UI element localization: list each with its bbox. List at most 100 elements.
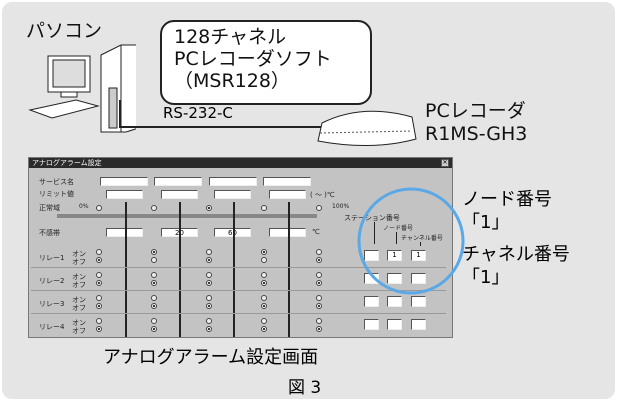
relay-on-radio[interactable]: [151, 318, 157, 324]
relay-off-radio[interactable]: [151, 326, 157, 332]
relay-off-radio[interactable]: [151, 280, 157, 286]
node-number-value: 「1」: [462, 212, 510, 233]
relay-on-radio[interactable]: [206, 295, 212, 301]
relay-on-radio[interactable]: [261, 249, 267, 255]
relay-on-radio[interactable]: [206, 249, 212, 255]
node-number-input[interactable]: [387, 296, 402, 307]
relay-off-radio[interactable]: [96, 280, 102, 286]
range-bar: [57, 214, 317, 218]
node-header: ノード番号: [383, 225, 414, 232]
station-number-input[interactable]: [364, 296, 379, 307]
service-label: サービス名: [39, 178, 74, 186]
node-number-input[interactable]: [387, 273, 402, 284]
limit-input[interactable]: [106, 190, 143, 199]
normal-range-radio[interactable]: [261, 205, 267, 211]
relay-off-radio[interactable]: [206, 280, 212, 286]
software-line: 128チャネル: [174, 26, 287, 48]
relay-off-radio[interactable]: [206, 257, 212, 263]
normal-range-radio[interactable]: [316, 205, 322, 211]
relay-label: リレー3: [39, 300, 65, 308]
channel-number-input[interactable]: 1: [411, 250, 426, 261]
on-label: オン: [72, 250, 86, 258]
node-number-input[interactable]: [387, 319, 402, 330]
relay-label: リレー1: [39, 254, 65, 262]
limit-input[interactable]: [161, 190, 198, 199]
limit-unit: ( ～ )℃: [310, 191, 335, 199]
deadband-unit: ℃: [312, 228, 320, 236]
normal-range-label: 正常域: [39, 204, 60, 212]
relay-on-radio[interactable]: [206, 318, 212, 324]
pc-recorder-icon: [317, 110, 417, 146]
deadband-label: 不感帯: [39, 229, 60, 237]
off-label: オフ: [72, 304, 86, 312]
row-divider: [31, 267, 446, 268]
row-divider: [31, 313, 446, 314]
relay-off-radio[interactable]: [261, 303, 267, 309]
relay-on-radio[interactable]: [261, 318, 267, 324]
normal-range-radio[interactable]: [206, 205, 212, 211]
channel-number-input[interactable]: [411, 319, 426, 330]
channel-number-input[interactable]: [411, 273, 426, 284]
pc-illustration-icon: [28, 44, 136, 133]
node-number-input[interactable]: 1: [387, 250, 402, 261]
relay-on-radio[interactable]: [206, 272, 212, 278]
relay-off-radio[interactable]: [151, 257, 157, 263]
relay-on-radio[interactable]: [151, 295, 157, 301]
station-number-input[interactable]: [364, 250, 379, 261]
relay-off-radio[interactable]: [96, 257, 102, 263]
pct-max: 100%: [332, 203, 350, 210]
relay-off-radio[interactable]: [206, 303, 212, 309]
deadband-input[interactable]: [269, 228, 306, 237]
relay-on-radio[interactable]: [316, 318, 322, 324]
on-label: オン: [72, 296, 86, 304]
relay-on-radio[interactable]: [151, 249, 157, 255]
software-line: （MSR128）: [174, 70, 290, 92]
limit-input[interactable]: [214, 190, 251, 199]
dialog-title: アナログアラーム設定: [29, 158, 452, 168]
limit-label: リミット値: [39, 190, 74, 198]
screen-caption: アナログアラーム設定画面: [103, 347, 319, 368]
relay-on-radio[interactable]: [96, 318, 102, 324]
relay-on-radio[interactable]: [316, 272, 322, 278]
limit-input[interactable]: [269, 190, 306, 199]
channel-number-value: 「1」: [462, 267, 510, 288]
relay-off-radio[interactable]: [151, 303, 157, 309]
off-label: オフ: [72, 327, 86, 335]
deadband-input[interactable]: 60: [214, 228, 251, 237]
relay-on-radio[interactable]: [316, 249, 322, 255]
service-input[interactable]: [209, 177, 257, 186]
highlight-circle: [357, 187, 465, 295]
relay-off-radio[interactable]: [96, 303, 102, 309]
relay-off-radio[interactable]: [316, 257, 322, 263]
recorder-name: PCレコーダ: [425, 100, 526, 122]
node-number-label: ノード番号: [462, 189, 552, 210]
relay-on-radio[interactable]: [261, 295, 267, 301]
service-input[interactable]: [154, 177, 202, 186]
relay-label: リレー4: [39, 323, 65, 331]
relay-off-radio[interactable]: [206, 326, 212, 332]
relay-on-radio[interactable]: [96, 272, 102, 278]
relay-off-radio[interactable]: [261, 257, 267, 263]
normal-range-radio[interactable]: [96, 205, 102, 211]
service-input[interactable]: [263, 177, 311, 186]
relay-off-radio[interactable]: [96, 326, 102, 332]
relay-on-radio[interactable]: [151, 272, 157, 278]
service-input[interactable]: [100, 177, 148, 186]
relay-off-radio[interactable]: [261, 326, 267, 332]
channel-number-input[interactable]: [411, 296, 426, 307]
relay-on-radio[interactable]: [96, 249, 102, 255]
relay-off-radio[interactable]: [316, 326, 322, 332]
relay-off-radio[interactable]: [316, 303, 322, 309]
relay-on-radio[interactable]: [96, 295, 102, 301]
relay-label: リレー2: [39, 277, 65, 285]
normal-range-radio[interactable]: [151, 205, 157, 211]
relay-on-radio[interactable]: [316, 295, 322, 301]
close-button[interactable]: ✕: [441, 159, 449, 167]
relay-on-radio[interactable]: [261, 272, 267, 278]
station-number-input[interactable]: [364, 319, 379, 330]
relay-off-radio[interactable]: [316, 280, 322, 286]
deadband-input[interactable]: [106, 228, 143, 237]
relay-off-radio[interactable]: [261, 280, 267, 286]
off-label: オフ: [72, 258, 86, 266]
cable-label: RS-232-C: [163, 104, 233, 122]
